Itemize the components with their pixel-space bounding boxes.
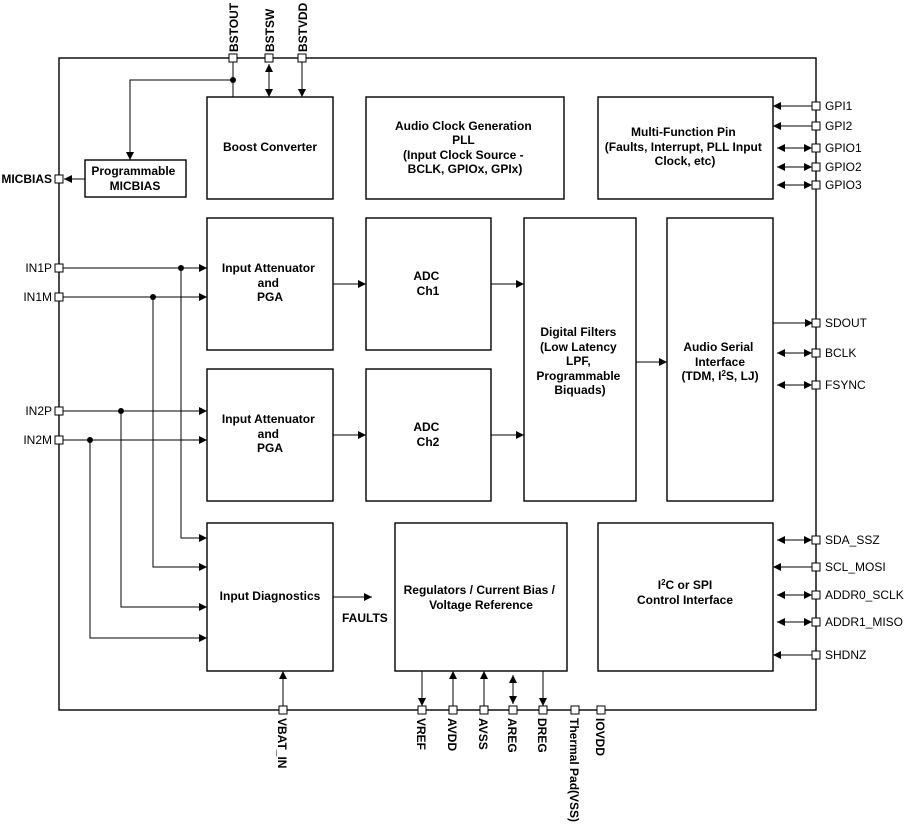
adc-1-line-1: ADC xyxy=(413,269,439,283)
pin-label-areg: AREG xyxy=(505,718,519,753)
clock-gen-line-1: Audio Clock Generation xyxy=(395,119,532,133)
boost-converter-block: Boost Converter xyxy=(206,96,334,200)
pin-label-sdout: SDOUT xyxy=(825,316,868,330)
pin-label-in2p: IN2P xyxy=(25,404,52,418)
pin-label-in2m: IN2M xyxy=(23,433,52,447)
attenuator-1-line-2: and xyxy=(258,276,279,290)
multi-function-line-3: Clock, etc) xyxy=(655,154,716,168)
pin-label-bstvdd: BSTVDD xyxy=(296,2,310,52)
svg-text:ADC Ch2: ADC Ch2 xyxy=(413,420,442,449)
audio-serial-line-1: Audio Serial xyxy=(683,340,753,354)
pin-label-gpio1: GPIO1 xyxy=(825,141,862,155)
pin-label-scl-mosi: SCL_MOSI xyxy=(825,560,886,574)
pin-label-micbias: MICBIAS xyxy=(1,172,52,186)
pin-label-in1p: IN1P xyxy=(25,261,52,275)
pin-pads xyxy=(54,53,821,715)
signal-paths xyxy=(63,62,815,706)
control-interface-line-2: Control Interface xyxy=(637,593,733,607)
adc-ch2-block: ADC Ch2 xyxy=(365,368,492,502)
pin-label-avss: AVSS xyxy=(476,718,490,750)
attenuator-1-line-1: Input Attenuator xyxy=(222,261,315,275)
svg-text:Multi-Function Pin (Faul: Multi-Function Pin (Faults, Interrupt, P… xyxy=(605,125,765,168)
digital-filters-line-1: Digital Filters xyxy=(540,325,616,339)
attenuator-1-line-3: PGA xyxy=(257,290,283,304)
pin-label-gpi1: GPI1 xyxy=(825,99,853,113)
svg-text:Regulators / Current Bias /: Regulators / Current Bias / Voltage Refe… xyxy=(404,583,559,612)
control-interface-block: I2C or SPI Control Interface xyxy=(597,522,774,672)
multi-function-line-1: Multi-Function Pin xyxy=(631,125,736,139)
attenuator-2-line-2: and xyxy=(258,427,279,441)
input-attenuator-1-block: Input Attenuator and PGA xyxy=(206,217,334,351)
audio-serial-line-3: (TDM, I2S, LJ) xyxy=(681,369,758,383)
clock-gen-line-3: (Input Clock Source - xyxy=(403,148,524,162)
pin-label-avdd: AVDD xyxy=(445,718,459,751)
pin-label-bclk: BCLK xyxy=(825,346,856,360)
adc-2-line-2: Ch2 xyxy=(417,435,440,449)
pin-label-addr0-sclk: ADDR0_SCLK xyxy=(825,588,904,602)
pin-label-fsync: FSYNC xyxy=(825,378,866,392)
boost-converter-label: Boost Converter xyxy=(223,140,317,154)
multi-function-line-2: (Faults, Interrupt, PLL Input xyxy=(605,140,762,154)
pin-label-iovdd: IOVDD xyxy=(593,718,607,756)
svg-text:Input Attenuator and: Input Attenuator and PGA xyxy=(222,412,318,455)
pin-label-shdnz: SHDNZ xyxy=(825,648,866,662)
pin-label-gpi2: GPI2 xyxy=(825,119,853,133)
svg-text:Input Attenuator and: Input Attenuator and PGA xyxy=(222,261,318,304)
svg-text:Audio Clock Generation P: Audio Clock Generation PLL (Input Clock … xyxy=(395,119,535,176)
pin-label-vbat-in: VBAT_IN xyxy=(275,718,289,768)
input-diagnostics-label: Input Diagnostics xyxy=(220,589,321,603)
micbias-line-2: MICBIAS xyxy=(110,179,161,193)
adc-1-line-2: Ch1 xyxy=(417,284,440,298)
input-attenuator-2-block: Input Attenuator and PGA xyxy=(206,368,334,502)
micbias-block: Programmable MICBIAS xyxy=(84,159,187,198)
attenuator-2-line-1: Input Attenuator xyxy=(222,412,315,426)
pin-label-dreg: DREG xyxy=(535,718,549,753)
audio-serial-interface-block: Audio Serial Interface (TDM, I2S, LJ) xyxy=(666,217,774,502)
pin-label-sda-ssz: SDA_SSZ xyxy=(825,533,880,547)
digital-filters-line-5: Biquads) xyxy=(554,383,605,397)
svg-text:ADC Ch1: ADC Ch1 xyxy=(413,269,442,298)
digital-filters-line-4: Programmable xyxy=(536,369,620,383)
svg-text:Audio Serial Interface: Audio Serial Interface xyxy=(683,340,756,369)
faults-label: FAULTS xyxy=(342,611,388,625)
regulators-line-2: Voltage Reference xyxy=(429,598,533,612)
pin-label-gpio2: GPIO2 xyxy=(825,160,862,174)
adc-2-line-1: ADC xyxy=(413,420,439,434)
regulators-line-1: Regulators / Current Bias / xyxy=(404,583,556,597)
attenuator-2-line-3: PGA xyxy=(257,441,283,455)
svg-text:Programmable MICBIAS: Programmable MICBIAS xyxy=(91,164,178,193)
pin-label-vref: VREF xyxy=(414,718,428,750)
pin-label-thermal-pad: Thermal Pad(VSS) xyxy=(567,718,581,822)
clock-generation-block: Audio Clock Generation PLL (Input Clock … xyxy=(365,96,565,200)
digital-filters-line-2: (Low Latency xyxy=(540,340,617,354)
multi-function-pin-block: Multi-Function Pin (Faults, Interrupt, P… xyxy=(597,96,774,200)
input-diagnostics-block: Input Diagnostics xyxy=(206,522,334,672)
control-interface-line-1: I2C or SPI xyxy=(658,578,712,592)
audio-serial-line-2: Interface xyxy=(695,355,745,369)
pin-label-in1m: IN1M xyxy=(23,290,52,304)
regulators-block: Regulators / Current Bias / Voltage Refe… xyxy=(394,522,568,672)
clock-gen-line-2: PLL xyxy=(452,133,474,147)
pin-label-bstsw: BSTSW xyxy=(263,8,277,52)
pin-label-addr1-miso: ADDR1_MISO xyxy=(825,615,903,629)
adc-ch1-block: ADC Ch1 xyxy=(365,217,492,351)
pin-label-bstout: BSTOUT xyxy=(227,2,241,52)
digital-filters-line-3: LPF, xyxy=(566,354,591,368)
svg-text:Digital Filters (Low Lat: Digital Filters (Low Latency LPF, Progra… xyxy=(536,325,623,397)
clock-gen-line-4: BCLK, GPIOx, GPIx) xyxy=(408,162,523,176)
pin-label-gpio3: GPIO3 xyxy=(825,178,862,192)
micbias-line-1: Programmable xyxy=(91,164,175,178)
digital-filters-block: Digital Filters (Low Latency LPF, Progra… xyxy=(523,217,637,502)
